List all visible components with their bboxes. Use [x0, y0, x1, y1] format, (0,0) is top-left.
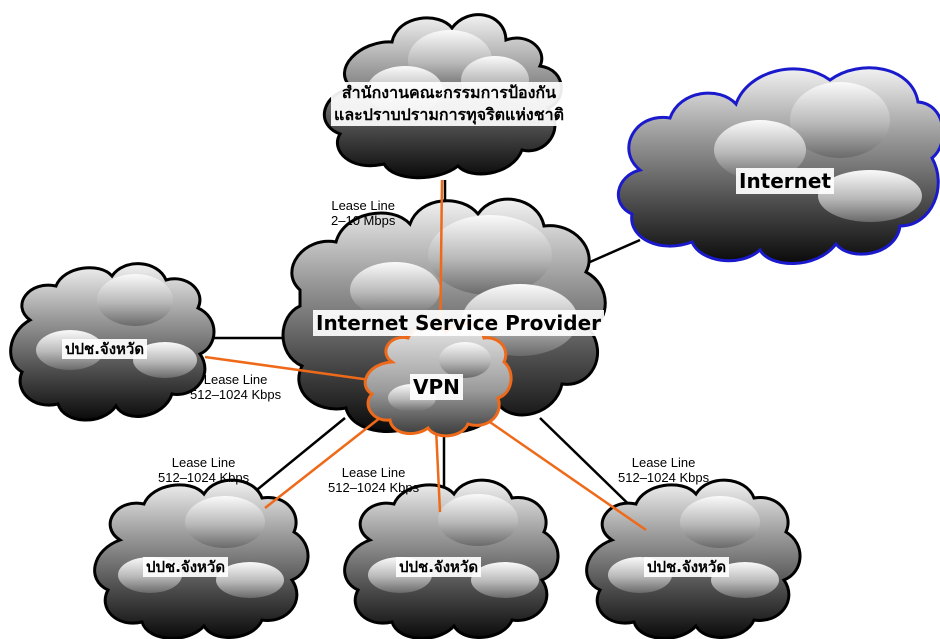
- isp-label: Internet Service Provider: [313, 310, 604, 336]
- lease-line-bottom-center-caption-line-2: 512–1024 Kbps: [328, 480, 420, 495]
- lease-line-left-caption-line-2: 512–1024 Kbps: [190, 387, 282, 402]
- lease-line-left-caption-line-1: Lease Line: [203, 372, 268, 387]
- lease-line-bottom-right-caption-line-2: 512–1024 Kbps: [618, 470, 710, 485]
- lease-line-vpn-province-bottom-left: [264, 409, 391, 509]
- province-left-label: ปปช.จังหวัด: [62, 339, 148, 359]
- nacc-office-label-line-2: และปราบปรามการทุจริตแห่งชาติ: [334, 105, 564, 124]
- lease-line-central-caption: Lease Line 2–10 Mbps: [331, 198, 395, 228]
- lease-line-central-caption-line-2: 2–10 Mbps: [331, 213, 396, 228]
- nacc-office-label: สำนักงานคณะกรรมการป้องกัน และปราบปรามการ…: [331, 82, 567, 126]
- province-bottom-right-label: ปปช.จังหวัด: [644, 557, 730, 577]
- nacc-office-label-line-1: สำนักงานคณะกรรมการป้องกัน: [341, 83, 557, 102]
- lease-line-vpn-province-bottom-center: [434, 427, 442, 513]
- lease-line-vpn-province-bottom-right: [483, 416, 647, 532]
- vpn-label: VPN: [410, 374, 463, 400]
- lease-line-bottom-right-caption: Lease Line 512–1024 Kbps: [618, 455, 709, 485]
- internet-cloud: [616, 66, 940, 265]
- province-bottom-center-label: ปปช.จังหวัด: [396, 557, 482, 577]
- province-bottom-left-label: ปปช.จังหวัด: [143, 557, 229, 577]
- lease-line-central-caption-line-1: Lease Line: [331, 198, 395, 213]
- lease-line-bottom-center-caption: Lease Line 512–1024 Kbps: [328, 465, 419, 495]
- lease-line-bottom-left-caption-line-2: 512–1024 Kbps: [158, 470, 250, 485]
- link-isp-internet: [589, 238, 641, 264]
- lease-line-bottom-left-caption-line-1: Lease Line: [171, 455, 236, 470]
- lease-line-bottom-left-caption: Lease Line 512–1024 Kbps: [158, 455, 249, 485]
- lease-line-bottom-center-caption-line-1: Lease Line: [341, 465, 406, 480]
- internet-label: Internet: [736, 168, 835, 194]
- lease-line-left-caption: Lease Line 512–1024 Kbps: [190, 372, 281, 402]
- lease-line-bottom-right-caption-line-1: Lease Line: [631, 455, 696, 470]
- lease-line-vpn-province-left: [204, 355, 386, 384]
